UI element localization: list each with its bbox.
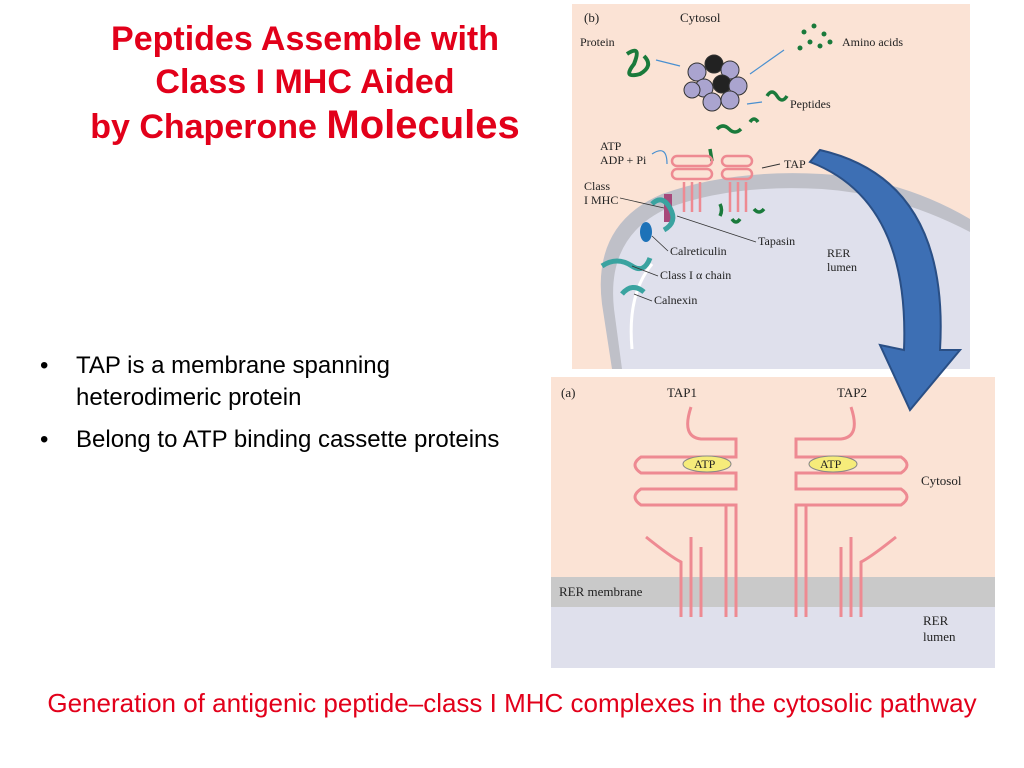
atp-label: ATP <box>600 139 622 153</box>
tap-pointer <box>761 163 781 169</box>
label-leader-lines <box>619 197 757 302</box>
cytosol-label: Cytosol <box>680 10 721 25</box>
zoom-arrow <box>808 148 963 412</box>
amino-acid-dots <box>797 23 833 51</box>
figure-caption: Generation of antigenic peptide–class I … <box>47 688 977 718</box>
rer-lumen-label-2: lumen <box>827 260 857 274</box>
cytosol-label-a: Cytosol <box>921 473 962 488</box>
proteasome-icon <box>683 54 748 112</box>
tap1-label: TAP1 <box>667 385 697 400</box>
atp-badge-right <box>808 455 858 473</box>
title-line-3: by Chaperone Molecules <box>40 104 570 149</box>
bullet-item-atp-cassette: Belong to ATP binding cassette proteins <box>34 424 534 456</box>
title-line-1: Peptides Assemble with <box>111 20 499 58</box>
slide-title: Peptides Assemble with Class I MHC Aided… <box>40 18 570 149</box>
panel-a-diagram: (a) TAP1 TAP2 Cytosol RER membrane RER l… <box>551 377 995 668</box>
class-mhc-label-1: Class <box>584 179 610 193</box>
amino-acids-label: Amino acids <box>842 35 903 49</box>
protein-arrow <box>655 59 681 67</box>
protein-label: Protein <box>580 35 615 49</box>
tap-label: TAP <box>784 157 806 171</box>
bullet-item-tap: TAP is a membrane spanning heterodimeric… <box>34 350 534 414</box>
calreticulin-label: Calreticulin <box>670 244 727 258</box>
amino-arrow <box>749 49 785 75</box>
title-line-3-big: Molecules <box>326 103 520 147</box>
atp-arrow <box>651 150 668 165</box>
tap2-protein <box>794 406 909 617</box>
panel-a-tag: (a) <box>561 385 575 400</box>
er-lumen <box>613 188 970 369</box>
atp-badge-left <box>682 455 732 473</box>
tapasin-label: Tapasin <box>758 234 795 248</box>
curved-arrow-icon <box>808 148 963 412</box>
rer-lumen-label-a-2: lumen <box>923 629 956 644</box>
bullet-list: TAP is a membrane spanning heterodimeric… <box>34 350 534 466</box>
atp-label-left: ATP <box>694 457 716 471</box>
membrane-highlight <box>629 263 654 350</box>
rer-lumen-area <box>551 607 995 668</box>
peptide-fragments <box>708 90 789 224</box>
adp-pi-label: ADP + Pi <box>600 153 647 167</box>
rer-lumen-label-a-1: RER <box>923 613 949 628</box>
rer-lumen-label-1: RER <box>827 246 850 260</box>
class-alpha-label: Class I α chain <box>660 268 731 282</box>
calnexin-label: Calnexin <box>654 293 697 307</box>
protein-coil-icon <box>625 48 651 78</box>
tap2-label: TAP2 <box>837 385 867 400</box>
class-mhc-label-2: I MHC <box>584 193 618 207</box>
title-line-2: Class I MHC Aided <box>155 63 455 101</box>
peptide-arrow <box>746 101 763 105</box>
peptides-label: Peptides <box>790 97 831 111</box>
panel-b-diagram: (b) Cytosol Protein Amino acids Peptides… <box>572 4 970 369</box>
rer-membrane-label: RER membrane <box>559 584 643 599</box>
tap-transporter-icon <box>670 154 754 212</box>
panel-b-tag: (b) <box>584 10 599 25</box>
rer-membrane-band <box>551 577 995 607</box>
tap1-protein <box>633 406 738 617</box>
title-line-3-small: by Chaperone <box>90 108 327 146</box>
atp-label-right: ATP <box>820 457 842 471</box>
